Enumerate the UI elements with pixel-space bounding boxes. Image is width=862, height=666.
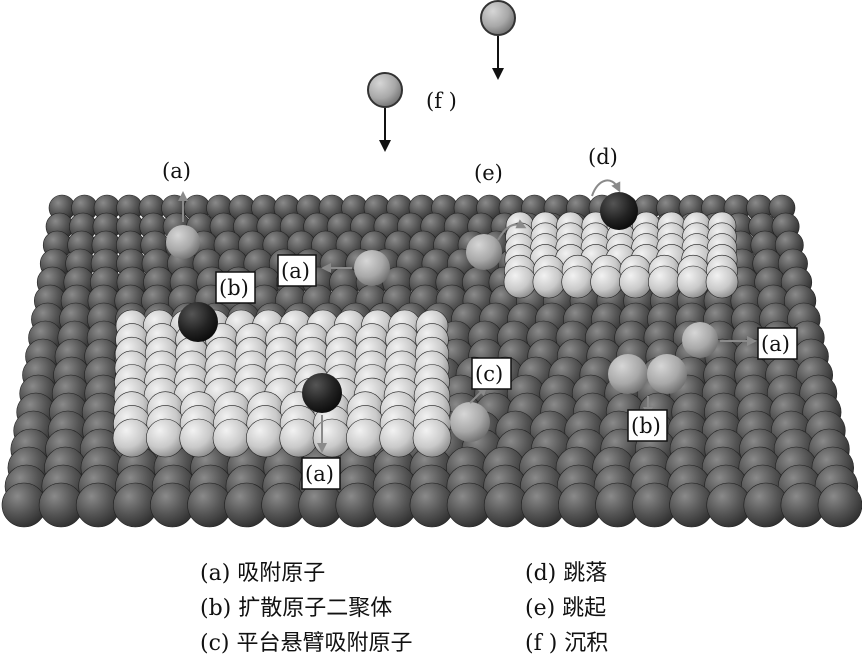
adatom-a-right bbox=[682, 322, 718, 358]
dark-atom-d bbox=[600, 192, 638, 230]
island-atom bbox=[146, 418, 185, 458]
legend-item-deposition: (f ) 沉积 bbox=[525, 631, 609, 656]
island-atom bbox=[245, 418, 285, 458]
adatom-a-center bbox=[354, 250, 390, 286]
dark-atom-b bbox=[178, 302, 218, 342]
dark-atom-a-on-island bbox=[302, 373, 342, 413]
label-a-center: (a) bbox=[281, 259, 310, 283]
deposition-atoms bbox=[367, 0, 516, 152]
adatom-e-jumping bbox=[466, 234, 502, 270]
substrate-atom bbox=[817, 482, 862, 528]
island-atom bbox=[561, 265, 595, 299]
island-atom bbox=[532, 265, 566, 299]
island-atom bbox=[619, 265, 652, 299]
label-box-b-right bbox=[627, 409, 668, 442]
label-a-top-left: (a) bbox=[162, 159, 191, 183]
island-atom bbox=[279, 418, 319, 458]
island-atom bbox=[379, 418, 419, 458]
left-island bbox=[112, 309, 452, 458]
label-box-a-right bbox=[757, 327, 798, 360]
island-atom bbox=[647, 265, 681, 299]
island-atom bbox=[345, 418, 385, 458]
falling-atom-right bbox=[480, 0, 516, 36]
right-island bbox=[503, 211, 739, 299]
motion-arrows bbox=[178, 179, 757, 453]
label-c: (c) bbox=[475, 362, 503, 386]
adatoms bbox=[166, 192, 718, 442]
dimer-atom-left bbox=[608, 354, 648, 394]
legend-item-step-up: (e) 跳起 bbox=[525, 596, 607, 621]
island-atom bbox=[676, 265, 710, 299]
label-e: (e) bbox=[474, 161, 503, 185]
adatom-a-top-left bbox=[166, 225, 200, 259]
falling-atom-left bbox=[367, 72, 403, 108]
island-atom bbox=[705, 265, 739, 299]
island-atom bbox=[590, 265, 623, 299]
label-d: (d) bbox=[588, 145, 618, 169]
island-atom bbox=[503, 265, 537, 299]
figure-labels: (f ) (a) (e) (d) (a) (b) (c) (a) (b) (a) bbox=[162, 89, 798, 490]
label-box-c bbox=[471, 357, 512, 390]
island-atom bbox=[212, 418, 252, 458]
adatom-c-edge bbox=[450, 402, 490, 442]
legend-item-dimer: (b) 扩散原子二聚体 bbox=[200, 596, 393, 621]
legend-item-adatom: (a) 吸附原子 bbox=[200, 561, 326, 586]
island-atom bbox=[112, 418, 152, 458]
label-box-b-left bbox=[215, 271, 256, 304]
label-box-a-center bbox=[277, 254, 317, 287]
label-b-left: (b) bbox=[219, 276, 249, 300]
island-atom bbox=[179, 418, 218, 458]
label-a-right: (a) bbox=[761, 332, 790, 356]
island-atom bbox=[412, 418, 452, 458]
label-b-right: (b) bbox=[631, 414, 661, 438]
label-f: (f ) bbox=[426, 89, 457, 113]
dimer-atom-right bbox=[647, 354, 687, 394]
island-atom bbox=[312, 418, 352, 458]
legend-item-step-down: (d) 跳落 bbox=[525, 561, 608, 586]
legend-item-ledge-adatom: (c) 平台悬臂吸附原子 bbox=[200, 631, 413, 656]
label-box-a-bottom bbox=[301, 457, 341, 490]
label-a-bottom: (a) bbox=[305, 462, 334, 486]
